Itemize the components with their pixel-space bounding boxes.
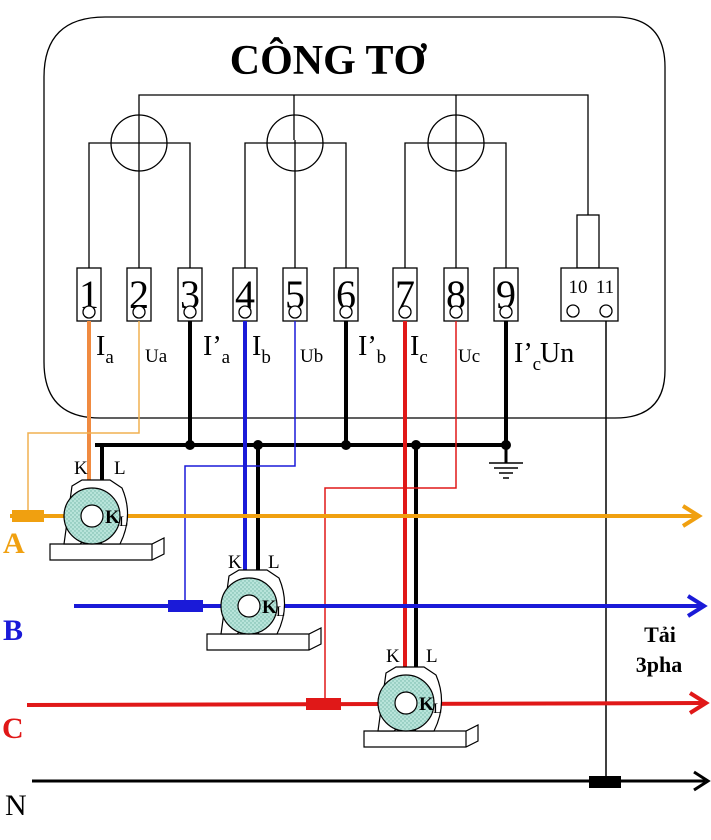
- label-un: Un: [540, 338, 574, 369]
- svg-text:10: 10: [569, 277, 588, 298]
- terminal-label-1: Ia: [96, 331, 114, 368]
- terminal-label-7: Ic: [410, 331, 428, 368]
- terminal-number: 8: [446, 272, 466, 317]
- terminal-3: 3: [177, 267, 203, 322]
- terminal-number: 2: [129, 272, 149, 317]
- wire-ub: [184, 321, 296, 602]
- wire-uc: [324, 321, 457, 700]
- terminal-label-3: I’a: [203, 331, 231, 368]
- neutral-coil: [576, 214, 600, 269]
- neutral-line: [32, 770, 711, 792]
- meter-internal-bus: [138, 94, 589, 215]
- terminal-number: 5: [285, 272, 305, 317]
- terminal-8: 8: [443, 267, 469, 322]
- terminal-label-8: Uc: [458, 346, 480, 367]
- ct-l-label: L: [114, 458, 126, 479]
- terminal-number: 4: [235, 272, 255, 317]
- terminal-label-5: Ub: [300, 346, 323, 367]
- ct-k-label: K: [228, 552, 242, 573]
- meter-title: CÔNG TƠ: [230, 36, 428, 84]
- terminal-label-2: Ua: [145, 346, 168, 367]
- terminal-label-6: I’b: [358, 331, 386, 368]
- svg-text:11: 11: [596, 277, 614, 298]
- terminal-7: 7: [392, 267, 418, 322]
- meter-coil-a: [88, 114, 191, 268]
- terminal-number: 1: [79, 272, 99, 317]
- terminal-label-9: I’c: [514, 338, 541, 375]
- meter-coil-b: [244, 114, 347, 268]
- phase-label-n: N: [5, 789, 27, 822]
- ct-primary-l-label: L: [433, 701, 442, 717]
- phase-line-c: [26, 691, 710, 715]
- terminal-number: 7: [395, 272, 415, 317]
- terminal-4: 4: [232, 267, 258, 322]
- wire-ua: [27, 321, 140, 512]
- terminal-9: 9: [493, 267, 519, 322]
- phase-label-a: A: [3, 527, 25, 560]
- terminal-number: 6: [336, 272, 356, 317]
- ground-icon: [489, 445, 523, 479]
- terminal-2: 2: [126, 267, 152, 322]
- terminal-5: 5: [282, 267, 308, 322]
- ct-primary-l-label: L: [276, 604, 285, 620]
- load-label-line1: Tải: [644, 622, 676, 647]
- ct-l-label: L: [426, 646, 438, 667]
- terminal-number: 9: [496, 272, 516, 317]
- ct-k-label: K: [74, 458, 88, 479]
- terminal-block-neutral: 10 11: [560, 267, 619, 322]
- phase-label-b: B: [3, 614, 23, 647]
- ct-k-label: K: [386, 646, 400, 667]
- ct-primary-k-label: K: [419, 694, 434, 715]
- ct-l-label: L: [268, 552, 280, 573]
- terminal-6: 6: [333, 267, 359, 322]
- phase-label-c: C: [2, 712, 24, 745]
- ct-primary-k-label: K: [262, 597, 277, 618]
- ct-primary-l-label: L: [119, 514, 128, 530]
- ct-primary-k-label: K: [105, 507, 120, 528]
- terminal-1: 1: [76, 267, 102, 322]
- terminal-label-4: Ib: [252, 331, 271, 368]
- meter-coil-c: [404, 114, 507, 268]
- load-label-line2: 3pha: [636, 652, 682, 677]
- phase-line-b: [74, 594, 708, 618]
- terminal-number: 3: [180, 272, 200, 317]
